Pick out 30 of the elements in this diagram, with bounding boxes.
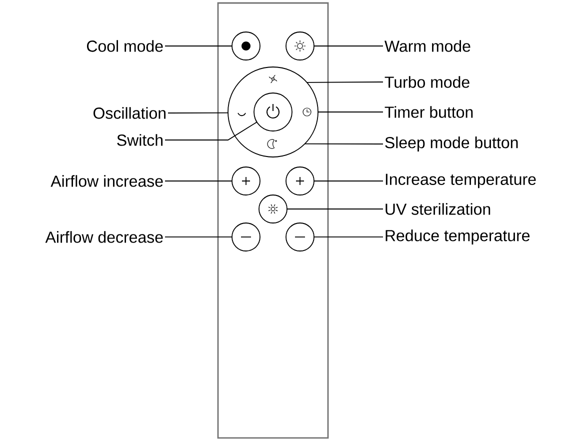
round-button [258,194,288,224]
round-button [232,222,260,252]
callout-label: Airflow decrease [45,231,163,243]
leader-line [314,180,384,182]
callout-label: Cool mode [87,40,163,52]
round-button [232,166,260,196]
round-button [254,92,292,132]
callout-label: Sleep mode button [385,136,518,152]
callout-label: Timer button [384,106,473,118]
callout-label: Turbo mode [384,76,470,88]
round-button [286,32,314,60]
leader-line [314,236,384,238]
callout-label: Oscillation [94,107,166,119]
round-button [286,222,314,252]
leader-line [168,112,228,114]
leader-line [286,208,384,210]
callout-label: Warm mode [384,40,470,52]
callout-label: Reduce temperature [386,230,530,244]
callout-label: UV sterilization [386,203,490,215]
leader-line [306,82,384,83]
callout-label: Airflow increase [50,175,163,187]
round-button [232,32,260,60]
leader-line [304,143,384,144]
leader-line [164,122,258,140]
callout-label: Switch [117,134,162,146]
round-button [286,166,314,196]
button-ring [228,66,318,158]
leader-line [164,236,232,238]
callout-label: Increase temperature [386,174,536,188]
leader-line [164,180,232,182]
